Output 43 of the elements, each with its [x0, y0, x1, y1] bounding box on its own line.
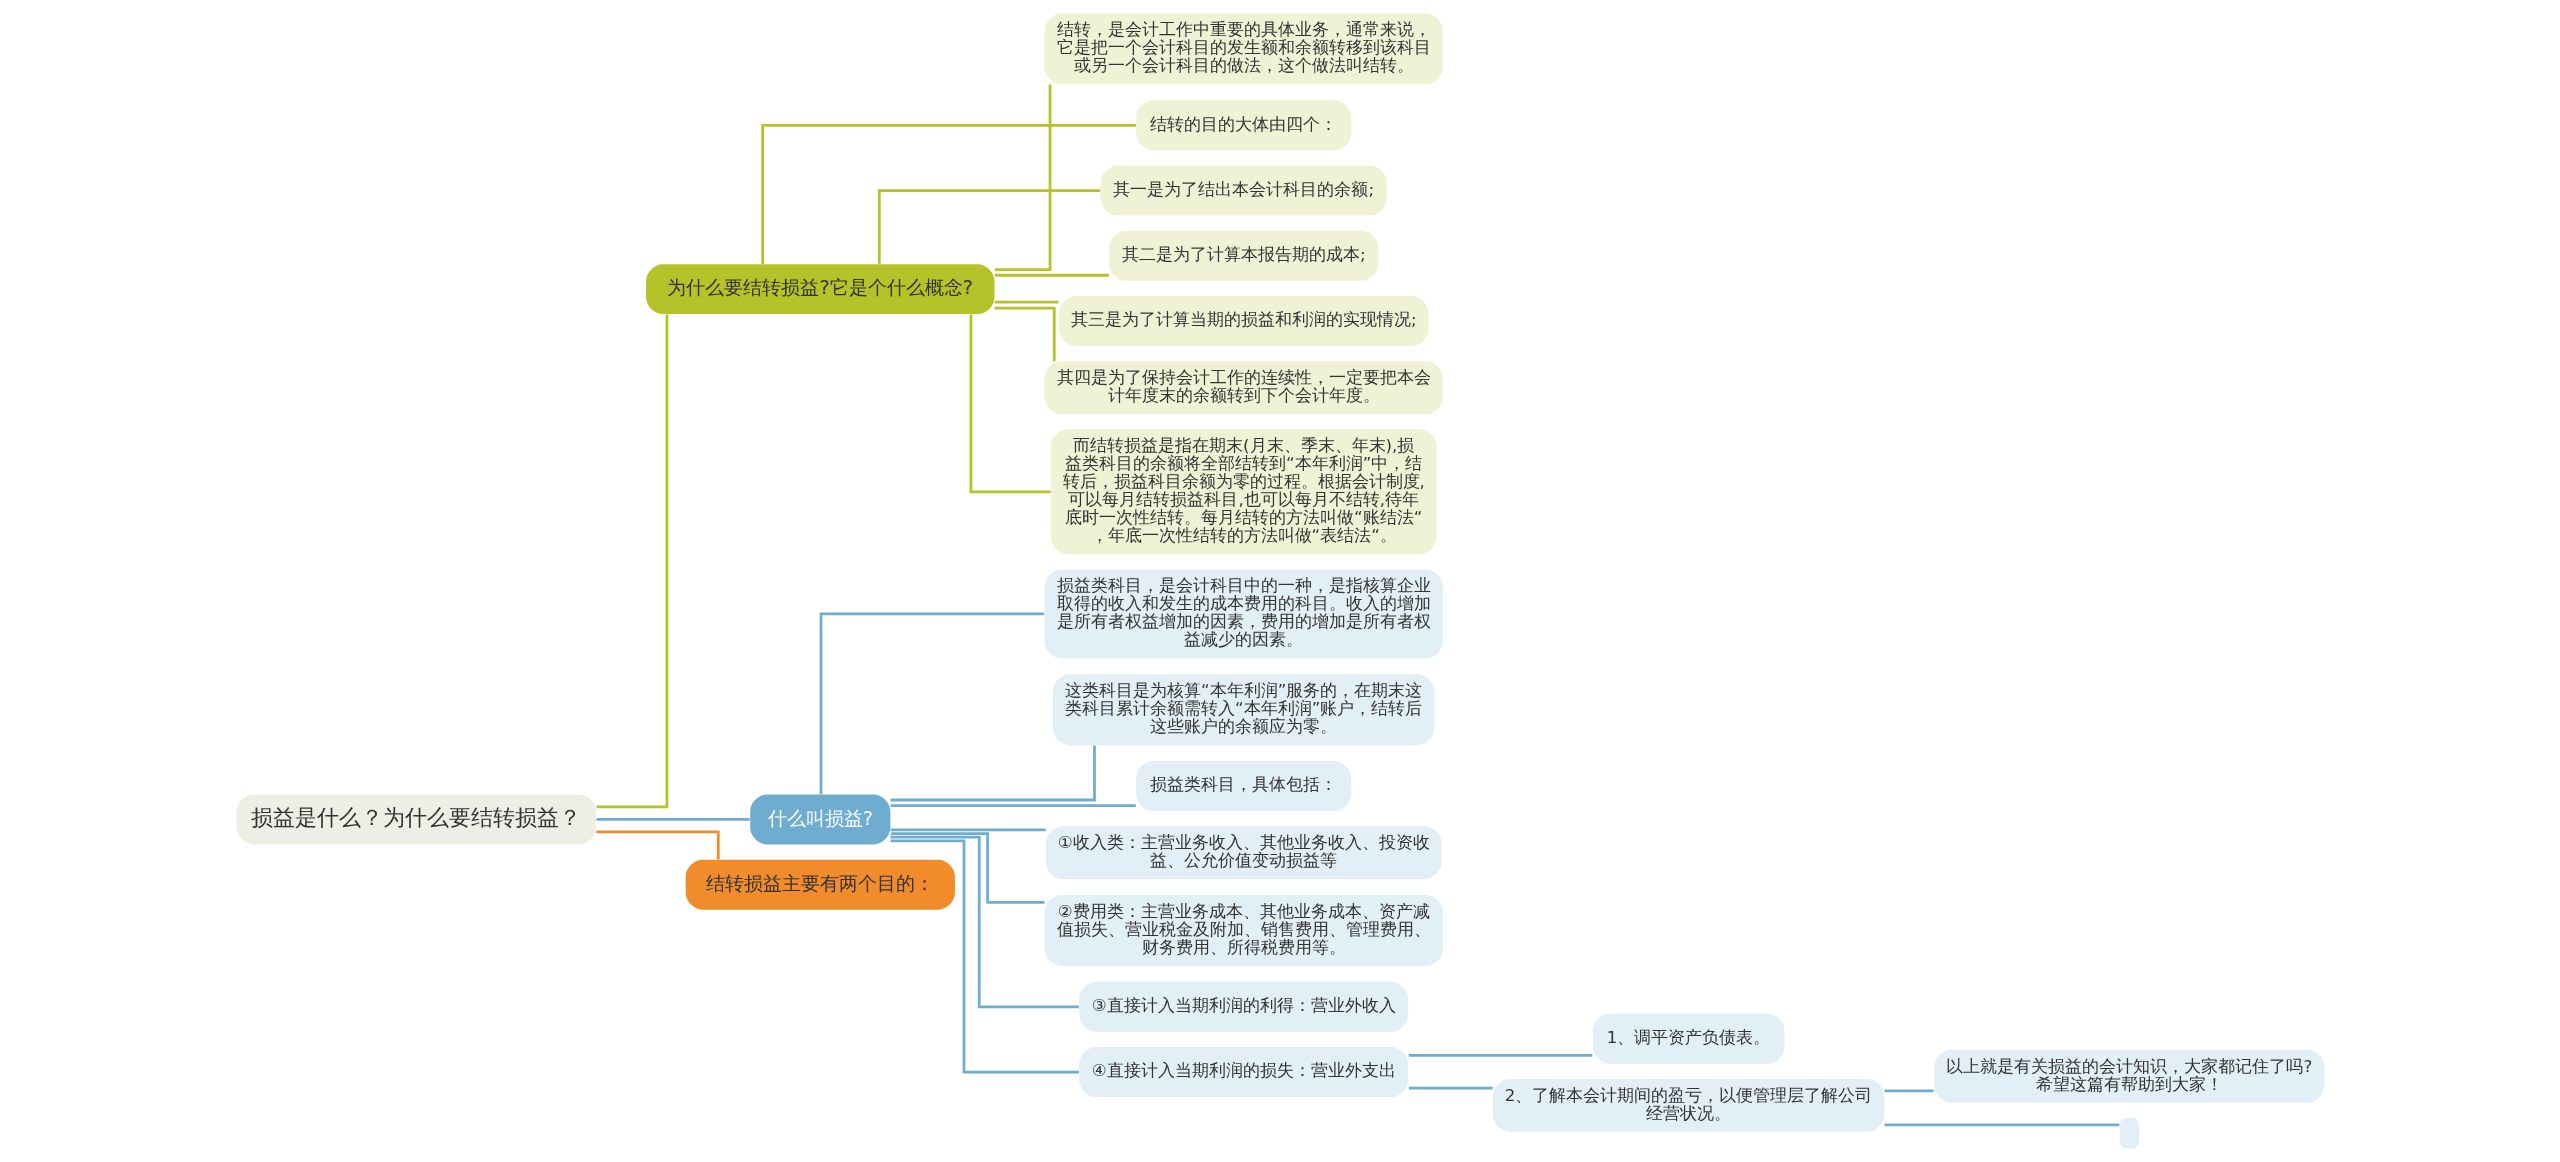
node-box: 结转损益主要有两个目的： [685, 859, 955, 910]
connector [994, 84, 1051, 272]
connector [994, 306, 1056, 362]
node-box: 这类科目是为核算“本年利润”服务的，在期末这类科目累计余额需转入“本年利润”账户，结转后这些账户的余额应为零。 [1052, 674, 1435, 746]
node-box: 而结转损益是指在期末(月末、季末、年末),损益类科目的余额将全部结转到“本年利润”中，结转后，损益科目余额为零的过程。根据会计制度,可以每月结转损益科目,也可以每月不结转,待年底时一次性结转。每月结转的方法叫做“账结法“，年底一次性结转的方法叫做“表结法“。 [1050, 429, 1437, 555]
connector [1408, 1054, 1592, 1057]
connector [1884, 1089, 1934, 1093]
node-box: 2、了解本会计期间的盈亏，以便管理层了解公司经营状况。 [1492, 1079, 1884, 1132]
connector [595, 818, 750, 821]
connector [877, 189, 1100, 264]
node-box: 损益是什么？为什么要结转损益？ [236, 794, 596, 845]
node-box: ②费用类：主营业务成本、其他业务成本、资产减值损失、营业税金及附加、销售费用、管理费用、财务费用、所得税费用等。 [1044, 895, 1443, 966]
connector [994, 273, 1109, 277]
connector [889, 839, 1079, 1074]
connector [994, 300, 1058, 304]
node-box: 损益类科目，是会计科目中的一种，是指核算企业取得的收入和发生的成本费用的科目。收入的增加是所有者权益增加的因素，费用的增加是所有者权益减少的因素。 [1044, 569, 1443, 659]
connector [890, 804, 1136, 807]
node-box: ①收入类：主营业务收入、其他业务收入、投资收益、公允价值变动损益等 [1045, 826, 1442, 880]
node-box: 其四是为了保持会计工作的连续性，一定要把本会计年度末的余额转到下个会计年度。 [1044, 361, 1443, 415]
node-box: 结转的目的大体由四个： [1135, 100, 1351, 151]
connector [890, 828, 1046, 832]
connector [595, 830, 720, 860]
node-box: 以上就是有关损益的会计知识，大家都记住了吗?希望这篇有帮助到大家！ [1933, 1049, 2324, 1103]
node-box: 1、调平资产负债表。 [1592, 1013, 1784, 1064]
node-box: 其一是为了结出本会计科目的余额; [1100, 165, 1387, 216]
node-box: 什么叫损益? [749, 794, 890, 845]
connector [760, 123, 1136, 264]
connector [890, 745, 1096, 802]
connector [890, 832, 1044, 904]
connector [595, 314, 668, 809]
node-box: ③直接计入当期利润的利得：营业外收入 [1078, 981, 1408, 1032]
connector [1408, 1086, 1493, 1090]
node-box: 为什么要结转损益?它是个什么概念? [645, 264, 995, 315]
node-box [2119, 1117, 2139, 1149]
connector [819, 612, 1044, 795]
connector [890, 835, 1079, 1009]
node-box: 结转，是会计工作中重要的具体业务，通常来说，它是把一个会计科目的发生额和余额转移到该科目或另一个会计科目的做法，这个做法叫结转。 [1044, 13, 1443, 85]
node-box: 其三是为了计算当期的损益和利润的实现情况; [1058, 296, 1428, 347]
connector [1884, 1123, 2119, 1127]
connector [969, 314, 1051, 494]
node-box: ④直接计入当期利润的损失：营业外支出 [1078, 1047, 1408, 1098]
node-box: 其二是为了计算本报告期的成本; [1108, 230, 1378, 281]
node-box: 损益类科目，具体包括： [1135, 761, 1351, 812]
